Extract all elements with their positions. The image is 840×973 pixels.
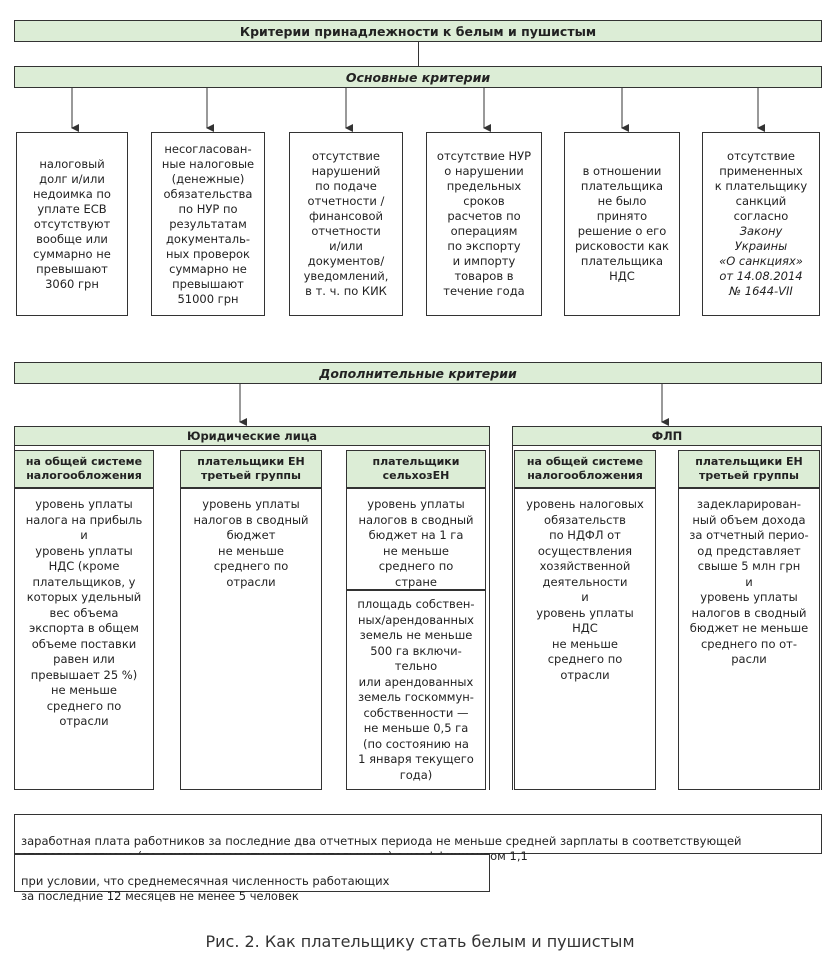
flp-general-system-text: уровень налоговых обязательств по НДФЛ о…: [514, 488, 656, 790]
flp-frame-right: [821, 446, 822, 790]
main-criterion-2: несогласован- ные налоговые (денежные) о…: [151, 132, 265, 316]
main-criterion-4: отсутствие НУР о нарушении предельных ср…: [426, 132, 542, 316]
figure-caption: Рис. 2. Как плательщику стать белым и пу…: [205, 932, 635, 951]
diagram-title: Критерии принадлежности к белым и пушист…: [14, 20, 822, 42]
headcount-note: при условии, что среднемесячная численно…: [14, 854, 490, 903]
legal-agri-text: уровень уплаты налогов в сводный бюджет …: [346, 488, 486, 590]
main-criterion-3: отсутствие нарушений по подаче отчетност…: [289, 132, 403, 316]
flp-en3-text: задекларирован- ный объем дохода за отче…: [678, 488, 820, 790]
flp-general-system-header: на общей системе налогообложения: [514, 450, 656, 488]
main-criterion-6: отсутствие примененных к плательщику сан…: [702, 132, 820, 316]
legal-agri-header: плательщики сельхозЕН: [346, 450, 486, 488]
legal-frame-right: [489, 446, 490, 790]
connector-title-main: [418, 42, 419, 66]
legal-general-system-header: на общей системе налогообложения: [14, 450, 154, 488]
main-criterion-5: в отношении плательщика не было принято …: [564, 132, 680, 316]
legal-entities-header: Юридические лица: [14, 426, 490, 446]
legal-en3-header: плательщики ЕН третьей группы: [180, 450, 322, 488]
legal-general-system-text: уровень уплаты налога на прибыль и урове…: [14, 488, 154, 790]
legal-agri-land-text: площадь собствен- ных/арендованных земел…: [346, 590, 486, 790]
main-criterion-1: налоговый долг и/или недоимка по уплате …: [16, 132, 128, 316]
main-criteria-header: Основные критерии: [14, 66, 822, 88]
flp-header: ФЛП: [512, 426, 822, 446]
extra-criteria-header: Дополнительные критерии: [14, 362, 822, 384]
flp-en3-header: плательщики ЕН третьей группы: [678, 450, 820, 488]
legal-en3-text: уровень уплаты налогов в сводный бюджет …: [180, 488, 322, 790]
salary-note: заработная плата работников за последние…: [14, 814, 822, 863]
flp-frame-left: [512, 446, 513, 790]
